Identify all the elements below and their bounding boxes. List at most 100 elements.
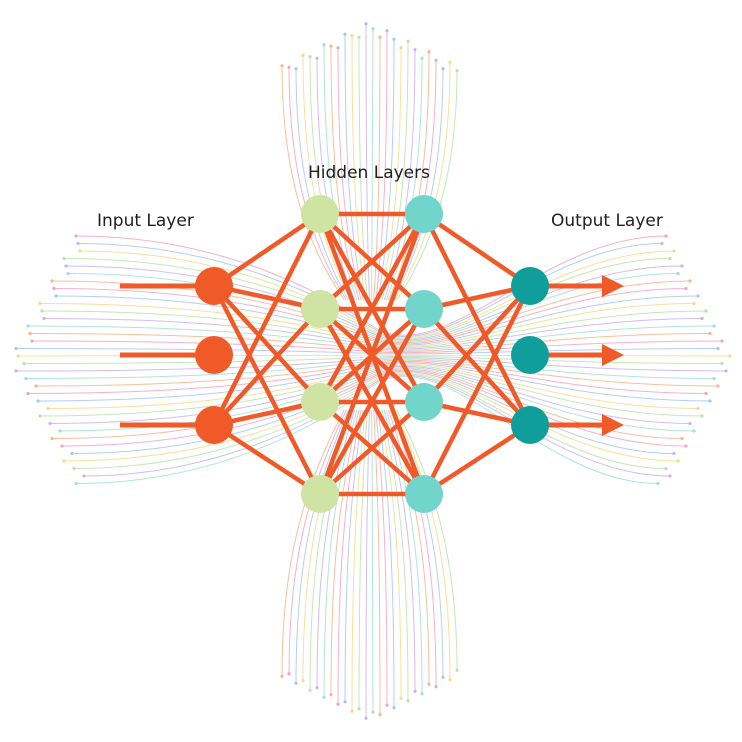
arrow-head — [602, 414, 624, 436]
background-line-dot — [664, 466, 668, 471]
background-line-dot — [38, 301, 42, 306]
background-line-dot — [34, 384, 38, 388]
node-output-3 — [511, 406, 549, 444]
network-nodes — [195, 195, 549, 513]
background-line-dot — [22, 361, 26, 366]
background-line-dot — [16, 354, 20, 358]
background-line-dot — [38, 414, 42, 418]
background-line-dot — [329, 44, 333, 48]
background-line-dot — [371, 710, 375, 714]
background-line-dot — [680, 264, 684, 268]
background-line-dot — [294, 681, 298, 685]
background-line — [27, 360, 707, 394]
background-line-dot — [385, 29, 389, 33]
background-line — [288, 409, 347, 674]
background-line — [51, 368, 683, 439]
background-line-dot — [24, 376, 28, 381]
background-line-dot — [30, 339, 34, 343]
background-line-dot — [343, 700, 347, 704]
background-line-dot — [672, 451, 676, 456]
connection-line — [421, 211, 533, 289]
background-line-dot — [40, 309, 44, 313]
background-line-dot — [64, 264, 68, 268]
background-line-dot — [62, 459, 66, 463]
background-line-dot — [74, 481, 78, 486]
background-line-dot — [700, 414, 704, 418]
background-line-dot — [704, 391, 708, 396]
connection-line — [421, 306, 533, 428]
background-line-dot — [684, 286, 688, 291]
node-input-2 — [195, 336, 233, 374]
background-line-dot — [708, 331, 712, 336]
background-line — [330, 409, 360, 695]
connection-line — [421, 211, 533, 428]
background-line — [281, 409, 345, 677]
background-line-dot — [308, 688, 312, 692]
background-line-dot — [14, 369, 18, 373]
background-line-dot — [315, 56, 319, 60]
background-line-dot — [50, 279, 54, 283]
background-line-dot — [684, 444, 688, 448]
background-line-dot — [413, 689, 417, 693]
node-hidden2-2 — [405, 290, 443, 328]
background-line-dot — [78, 249, 82, 253]
background-line-dot — [448, 678, 452, 682]
background-line-dot — [301, 679, 305, 683]
background-line — [351, 409, 366, 712]
background-line-dot — [28, 331, 32, 336]
background-line — [375, 30, 388, 301]
connection-line — [317, 399, 427, 497]
background-line-dot — [700, 316, 704, 321]
background-line-dot — [696, 406, 700, 411]
background-line-dot — [728, 354, 732, 358]
background-line-dot — [14, 346, 18, 351]
background-line-dot — [672, 249, 676, 253]
background-line-dot — [712, 324, 716, 328]
background-line-dot — [413, 48, 417, 52]
input-layer-label: Input Layer — [97, 211, 194, 231]
background-line-dot — [26, 391, 30, 396]
node-hidden2-1 — [405, 195, 443, 233]
background-line-dot — [357, 35, 361, 39]
background-line-dot — [287, 65, 291, 69]
background-line-dot — [308, 55, 312, 59]
background-line-dot — [664, 234, 668, 238]
background-line — [75, 235, 667, 336]
background-line — [392, 68, 444, 301]
background-line — [394, 62, 451, 301]
background-line-dot — [76, 241, 80, 246]
background-line-dot — [301, 53, 305, 57]
background-decorative-lines — [14, 22, 732, 720]
node-hidden1-2 — [301, 290, 339, 328]
background-line-dot — [322, 695, 326, 699]
background-line-dot — [696, 294, 700, 298]
connection-line — [317, 211, 427, 312]
background-line — [288, 67, 347, 301]
background-line — [387, 51, 430, 301]
background-line-dot — [72, 466, 76, 471]
node-hidden1-3 — [301, 383, 339, 421]
background-line — [383, 409, 416, 692]
connection-line — [211, 306, 323, 428]
hidden-layers-label: Hidden Layers — [308, 163, 430, 183]
background-line — [41, 310, 707, 349]
background-line-dot — [364, 22, 368, 26]
background-line — [75, 375, 659, 484]
background-line-dot — [434, 58, 438, 62]
background-line-dot — [26, 324, 30, 328]
connection-line — [211, 283, 323, 405]
background-line-dot — [680, 436, 684, 441]
background-line — [295, 409, 349, 684]
background-line-dot — [656, 481, 660, 486]
background-line-dot — [724, 369, 728, 373]
background-line-dot — [280, 64, 284, 68]
node-output-2 — [511, 336, 549, 374]
background-line-dot — [406, 699, 410, 703]
background-line-dot — [378, 35, 382, 39]
background-line-dot — [74, 234, 78, 238]
background-line — [83, 374, 671, 477]
background-line-dot — [399, 46, 403, 50]
background-line — [379, 409, 402, 699]
background-line-dot — [668, 256, 672, 261]
background-line — [358, 37, 368, 301]
